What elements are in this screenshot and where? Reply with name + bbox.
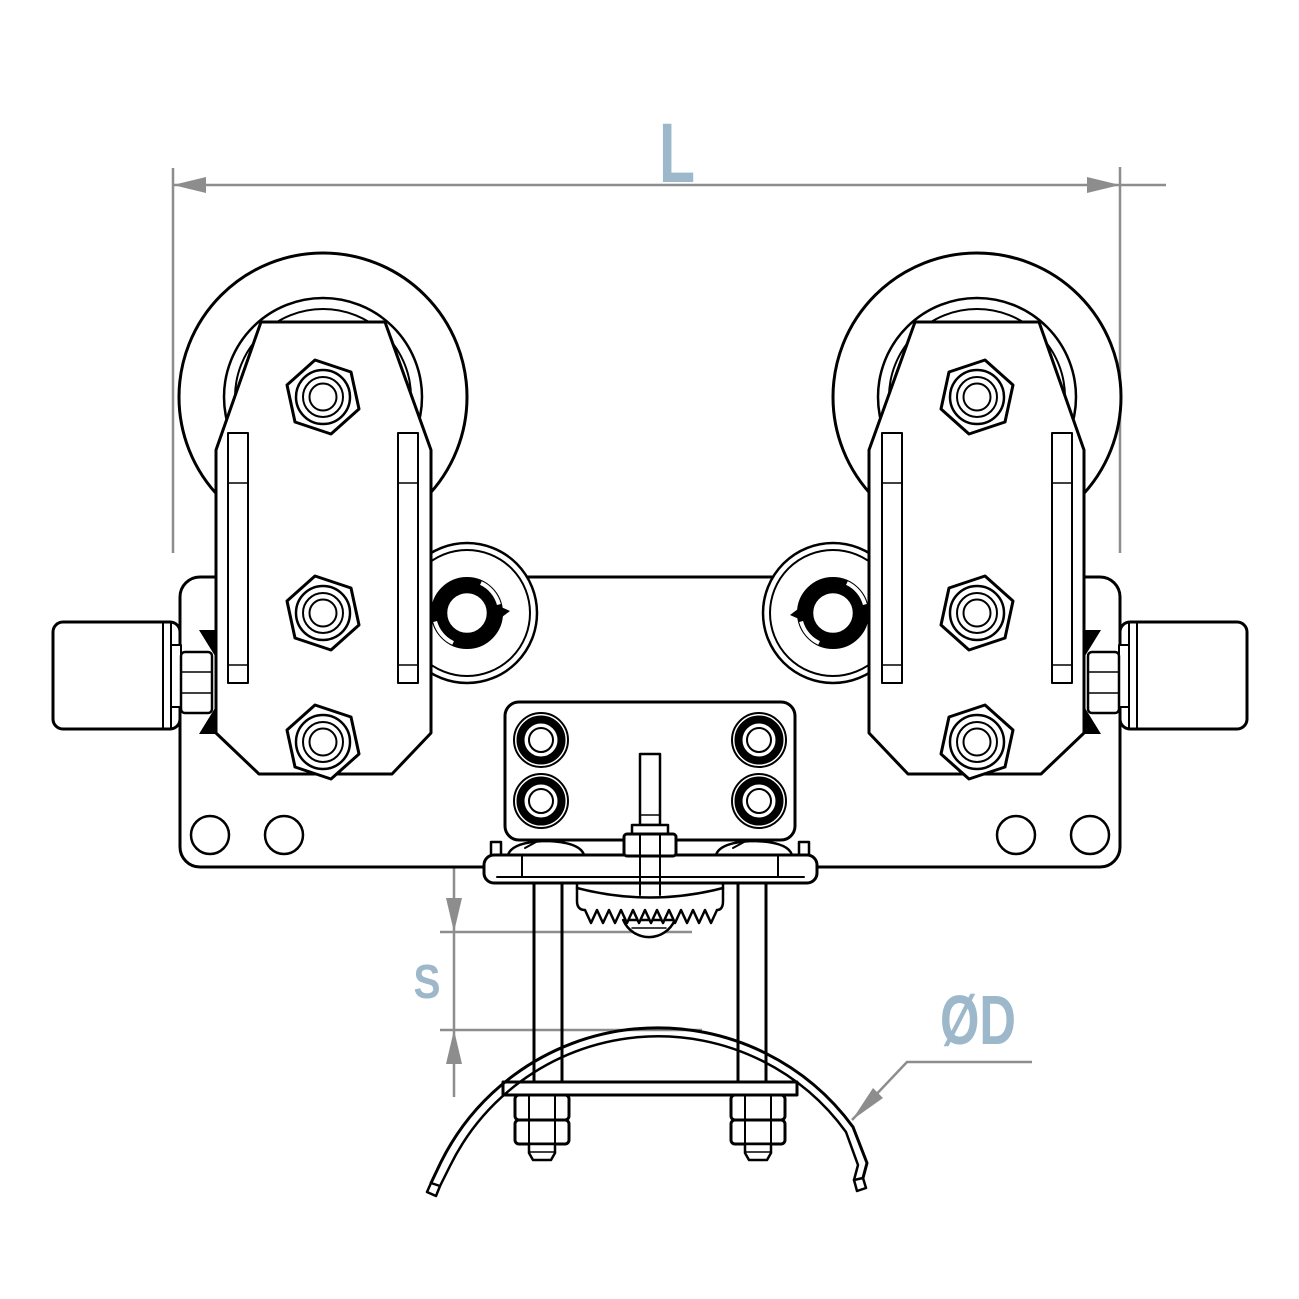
u-bolt-right (729, 1093, 787, 1162)
clamp-legs (532, 864, 768, 1085)
clamp-crossbar (482, 853, 819, 885)
u-bolt-left (513, 1093, 571, 1162)
plate-holes (189, 814, 1111, 856)
serrated-adjuster (575, 878, 725, 939)
dimension-bar-diameter (851, 1060, 1032, 1121)
dimension-clamp-opening (440, 867, 702, 1097)
dim-label-clamp-opening: S (414, 956, 441, 1009)
dimension-length (171, 167, 1166, 553)
mounting-plate (501, 1080, 799, 1097)
dim-label-length: L (659, 106, 695, 200)
suspension-pin (622, 752, 678, 896)
clamped-bar-arc (425, 1026, 869, 1198)
dim-label-bar-diameter: ØD (940, 981, 1016, 1059)
